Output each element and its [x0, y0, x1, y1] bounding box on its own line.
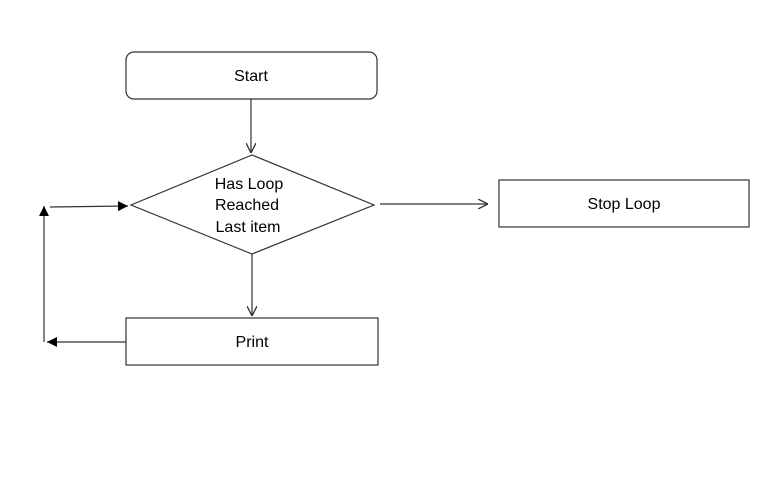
stop-node-label: Stop Loop [588, 196, 661, 213]
decision-node-label-line-3: Last item [216, 219, 281, 236]
print-node-label: Print [236, 334, 269, 351]
start-node: Start [125, 51, 378, 100]
decision-node-label-line-1: Has Loop [215, 176, 284, 193]
print-node: Print [125, 317, 379, 366]
decision-node: Has Loop Reached Last item [129, 154, 376, 255]
print-node-shape [125, 317, 379, 366]
stop-node-shape [498, 179, 750, 228]
stop-node: Stop Loop [498, 179, 750, 228]
start-node-shape [125, 51, 378, 100]
decision-node-shape [129, 154, 376, 255]
edge-loop-back-to-decision [49, 201, 129, 212]
decision-node-label-line-2: Reached [215, 197, 279, 214]
start-node-label: Start [234, 68, 268, 85]
